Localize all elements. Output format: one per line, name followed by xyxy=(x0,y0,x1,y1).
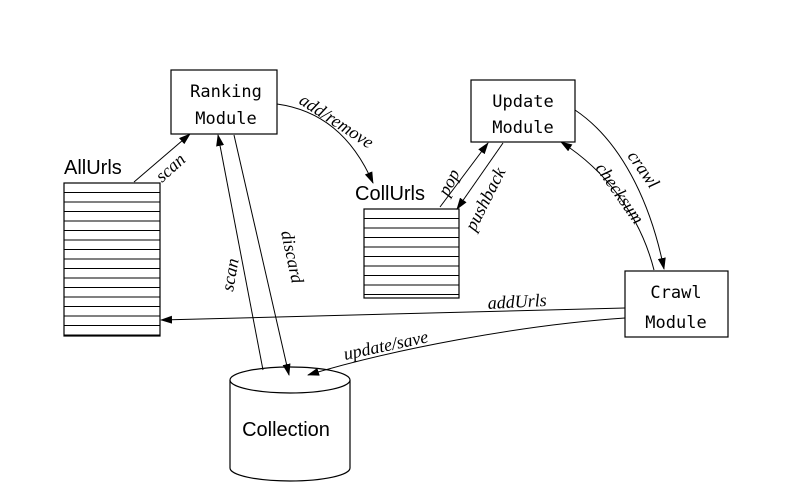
arrow-ranking-to-collurls xyxy=(276,103,374,184)
collection-label: Collection xyxy=(242,419,330,441)
arrow-crawl-to-update xyxy=(560,141,655,271)
edge-label-pop: pop xyxy=(433,166,464,201)
edge-label-crawl: crawl xyxy=(624,147,664,192)
collection-store: Collection xyxy=(229,366,351,482)
allurls-queue: AllUrls xyxy=(63,157,161,337)
arrow-update-to-crawl xyxy=(574,109,666,270)
allurls-label: AllUrls xyxy=(64,157,122,179)
edge-label-discard: discard xyxy=(277,229,308,286)
edge-label-scan-collection: scan xyxy=(217,257,242,293)
edge-label-add-urls: addUrls xyxy=(487,290,547,313)
ranking-module-label-line1: Ranking xyxy=(190,82,262,102)
arrow-collurls-to-update xyxy=(439,142,489,208)
update-module-label-line1: Update xyxy=(492,92,553,112)
crawl-module-label-line2: Module xyxy=(645,313,706,333)
update-module: Update Module xyxy=(470,79,576,143)
collurls-queue-slots xyxy=(364,218,459,295)
crawl-module: Crawl Module xyxy=(624,270,729,338)
edge-label-add-remove: add/remove xyxy=(296,90,378,153)
arrow-crawl-to-allurls xyxy=(160,307,626,324)
ranking-module: Ranking Module xyxy=(170,69,278,135)
edge-label-update-save: update/save xyxy=(342,326,430,363)
arrow-collection-to-ranking xyxy=(216,134,264,371)
edge-label-scan-allurls: scan xyxy=(151,149,189,186)
collurls-label: CollUrls xyxy=(355,183,425,205)
arrow-allurls-to-ranking xyxy=(133,133,191,183)
arrow-crawl-to-collection xyxy=(307,317,626,376)
allurls-queue-slots xyxy=(64,192,160,336)
edge-label-pushback: pushback xyxy=(460,163,510,235)
collurls-queue: CollUrls xyxy=(355,183,460,299)
ranking-module-label-line2: Module xyxy=(195,109,256,129)
crawl-module-label-line1: Crawl xyxy=(650,283,701,303)
update-module-label-line2: Module xyxy=(492,118,553,138)
arrow-update-to-collurls xyxy=(456,142,504,210)
arrow-ranking-to-collection xyxy=(233,134,291,376)
